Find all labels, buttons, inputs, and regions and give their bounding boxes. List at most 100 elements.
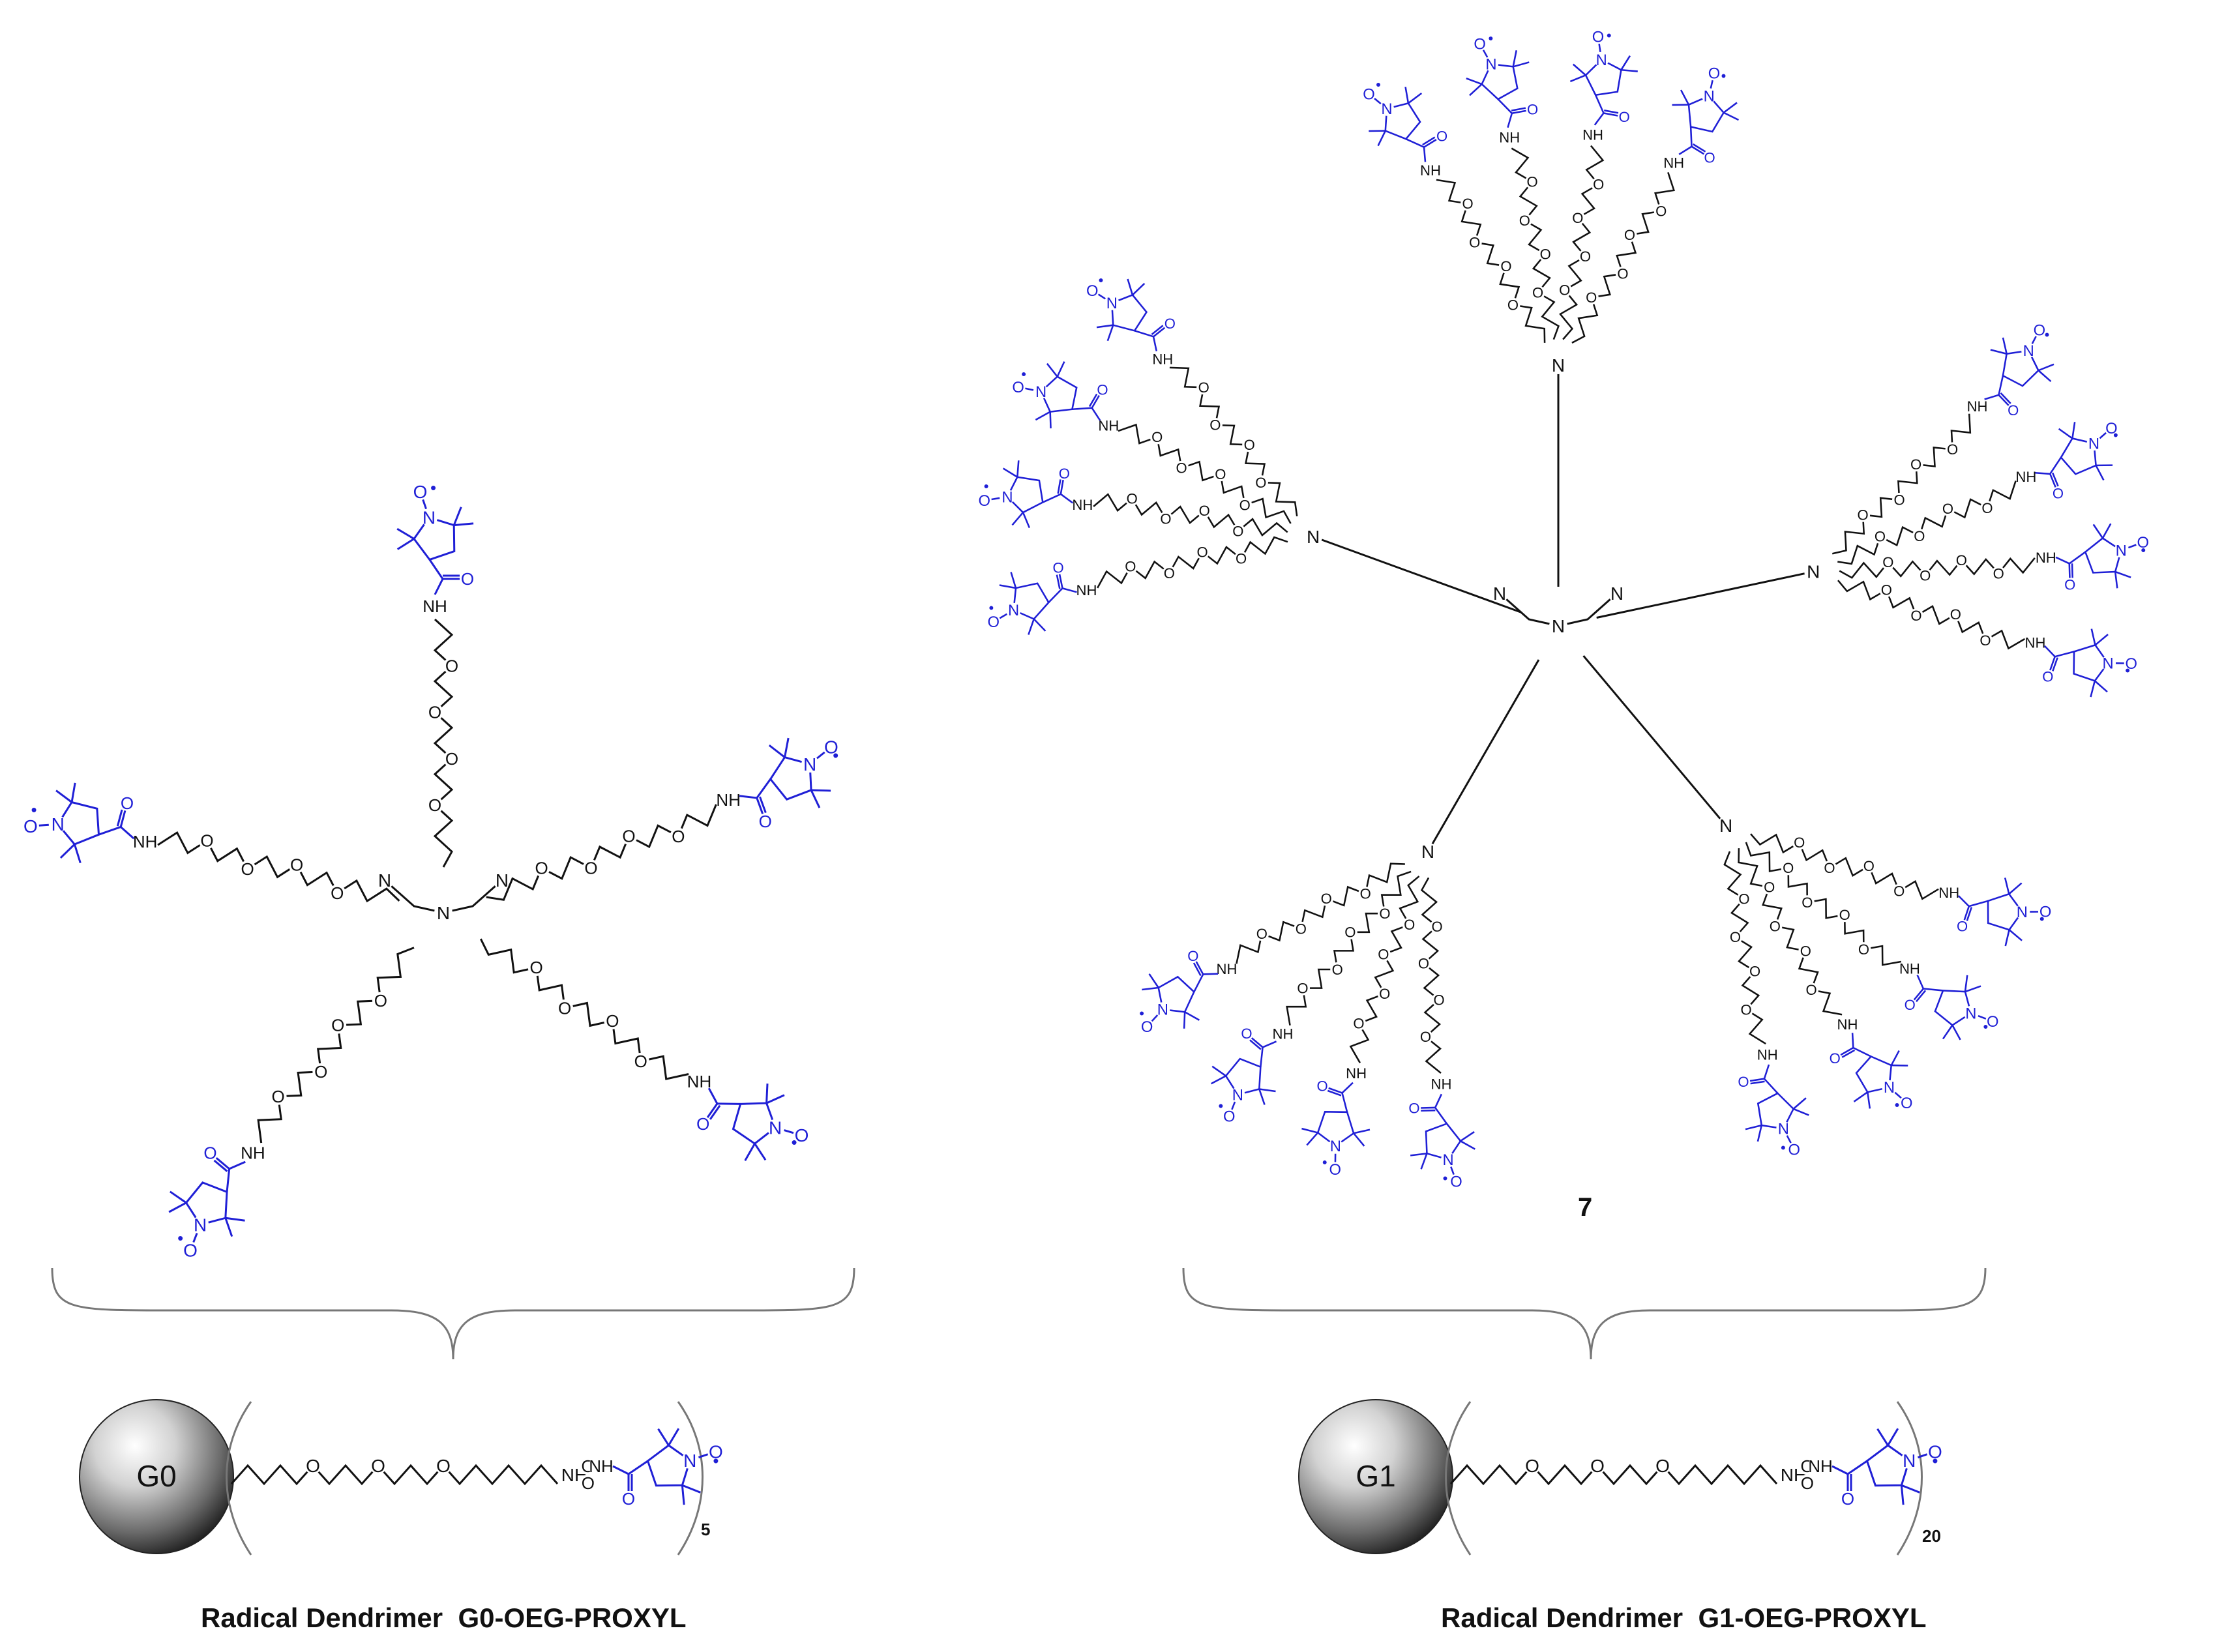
ring-link-bond bbox=[1923, 988, 1944, 992]
ether-oxygen-label: O bbox=[1379, 906, 1390, 922]
ether-oxygen-label: O bbox=[1875, 529, 1886, 545]
amide-nh-label: NH bbox=[241, 1143, 265, 1162]
nh-mask bbox=[1345, 1063, 1367, 1084]
methyl-bond bbox=[657, 1428, 670, 1446]
oxygen-mask bbox=[1254, 926, 1269, 941]
ether-oxygen-label: O bbox=[1462, 196, 1474, 212]
branch-n-label: N bbox=[1719, 816, 1732, 836]
methyl-bond bbox=[1723, 111, 1740, 121]
ether-oxygen-label: O bbox=[1802, 894, 1813, 911]
pyrrolidine-ring bbox=[2084, 537, 2122, 574]
carbonyl-oxygen-label: O bbox=[622, 1489, 635, 1509]
methyl-bond bbox=[454, 522, 474, 527]
pyrrolidine-ring bbox=[1481, 63, 1519, 100]
methyl-bond bbox=[70, 782, 76, 803]
nitroxide-n-label: N bbox=[1778, 1121, 1789, 1138]
nh-mask bbox=[687, 1069, 712, 1094]
methyl-bond bbox=[1377, 130, 1386, 147]
ring-link-bond bbox=[1595, 95, 1605, 114]
methyl-bond bbox=[1408, 93, 1423, 104]
ether-oxygen-label: O bbox=[1540, 246, 1551, 262]
n-o-bond bbox=[1710, 80, 1713, 89]
carbonyl-double-bond bbox=[1422, 136, 1436, 146]
methyl-bond bbox=[1723, 102, 1738, 113]
methyl-bond bbox=[2090, 681, 2096, 698]
nh-mask bbox=[1216, 958, 1238, 980]
g1-dendrimer-structure: NNNNOOOONHONO•OOOONHONO•OOOONHONO•OOOONH… bbox=[978, 27, 2148, 1190]
methyl-bond bbox=[754, 1143, 767, 1161]
methyl-bond bbox=[1353, 1128, 1371, 1134]
radical-dot: • bbox=[2039, 911, 2045, 927]
methyl-bond bbox=[1259, 1088, 1276, 1093]
oxygen-mask bbox=[1822, 861, 1837, 876]
g0-caption: Radical Dendrimer G0-OEG-PROXYL bbox=[201, 1602, 687, 1633]
oxygen-mask bbox=[1908, 608, 1924, 623]
ether-oxygen-label: O bbox=[1125, 559, 1136, 575]
carbonyl-bond bbox=[1058, 574, 1063, 589]
amide-nh-label: NH bbox=[687, 1072, 712, 1091]
methyl-bond bbox=[1460, 1130, 1475, 1142]
ether-oxygen-label: O bbox=[1858, 941, 1869, 958]
g1-schematic: G1 OOONHOOOONHONO• 20 bbox=[1298, 1399, 1942, 1556]
core-n-mask bbox=[1490, 584, 1509, 602]
oxygen-mask bbox=[372, 992, 389, 1009]
ring-link-bond bbox=[1405, 138, 1425, 148]
ether-oxygen-label: O bbox=[606, 1011, 619, 1031]
amide-bond bbox=[739, 795, 757, 799]
nitroxide-n-label: N bbox=[52, 814, 65, 834]
n-mask bbox=[2015, 904, 2030, 919]
ether-oxygen-label: O bbox=[1176, 460, 1187, 477]
ether-oxygen-label: O bbox=[1297, 980, 1308, 996]
amide-bond bbox=[1594, 112, 1605, 126]
nitroxide-n-label: N bbox=[1903, 1451, 1916, 1471]
pyrrolidine-ring bbox=[1687, 95, 1725, 133]
amide-nh-label: NH bbox=[2015, 469, 2036, 485]
amide-nh-label: NH bbox=[1272, 1026, 1293, 1042]
oxygen-mask bbox=[1430, 919, 1445, 934]
oxygen-mask bbox=[239, 860, 256, 878]
nitroxide-o-label: O bbox=[824, 737, 838, 758]
methyl-bond bbox=[1745, 1124, 1762, 1130]
oxygen-mask bbox=[1978, 632, 1993, 648]
oxygen-mask bbox=[1781, 861, 1796, 876]
ether-oxygen-label: O bbox=[1255, 475, 1266, 491]
ring-link-bond bbox=[1434, 1107, 1447, 1125]
pyrrolidine-ring bbox=[1006, 476, 1044, 514]
methyl-bond bbox=[1142, 986, 1159, 991]
nitroxide-n-label: N bbox=[2023, 342, 2034, 360]
radical-dot: • bbox=[1021, 366, 1026, 383]
n-o-bond bbox=[1025, 387, 1034, 391]
amide-bond bbox=[2035, 471, 2051, 475]
radical-dot: • bbox=[1721, 68, 1727, 84]
nitroxide-o-label: O bbox=[988, 613, 1000, 631]
ether-oxygen-label: O bbox=[1794, 834, 1805, 851]
oxygen-mask bbox=[1238, 497, 1253, 512]
g0-open-paren bbox=[226, 1401, 252, 1556]
ether-oxygen-label: O bbox=[1344, 924, 1356, 941]
g1-multiplicity: 20 bbox=[1922, 1526, 1941, 1546]
methyl-bond bbox=[1106, 325, 1114, 342]
carbonyl-double-bond bbox=[1249, 1039, 1262, 1050]
oxygen-mask bbox=[1230, 524, 1245, 538]
amide-nh-label: NH bbox=[1757, 1047, 1778, 1063]
nh-mask bbox=[1808, 1454, 1833, 1479]
methyl-bond bbox=[396, 538, 415, 550]
carbonyl-double-bond bbox=[1604, 110, 1619, 114]
methyl-bond bbox=[1011, 512, 1024, 526]
pyrrolidine-ring bbox=[1316, 1111, 1355, 1147]
carbonyl-bond bbox=[1840, 1047, 1854, 1056]
methyl-bond bbox=[999, 584, 1016, 589]
ether-oxygen-label: O bbox=[1420, 1029, 1431, 1045]
methyl-bond bbox=[1049, 411, 1052, 429]
carbonyl-double-bond bbox=[1841, 1049, 1856, 1058]
amide-nh-label: NH bbox=[1217, 961, 1238, 977]
oxygen-mask bbox=[1728, 930, 1743, 945]
n-mask bbox=[2086, 436, 2101, 451]
n-o-bond bbox=[2099, 432, 2107, 439]
nitroxide-o-label: O bbox=[1223, 1108, 1236, 1126]
amide-bond bbox=[612, 1465, 629, 1475]
nh-mask bbox=[1419, 160, 1442, 181]
amide-bond bbox=[120, 826, 135, 840]
oxygen-mask bbox=[1123, 559, 1138, 574]
methyl-bond bbox=[1990, 349, 2007, 355]
